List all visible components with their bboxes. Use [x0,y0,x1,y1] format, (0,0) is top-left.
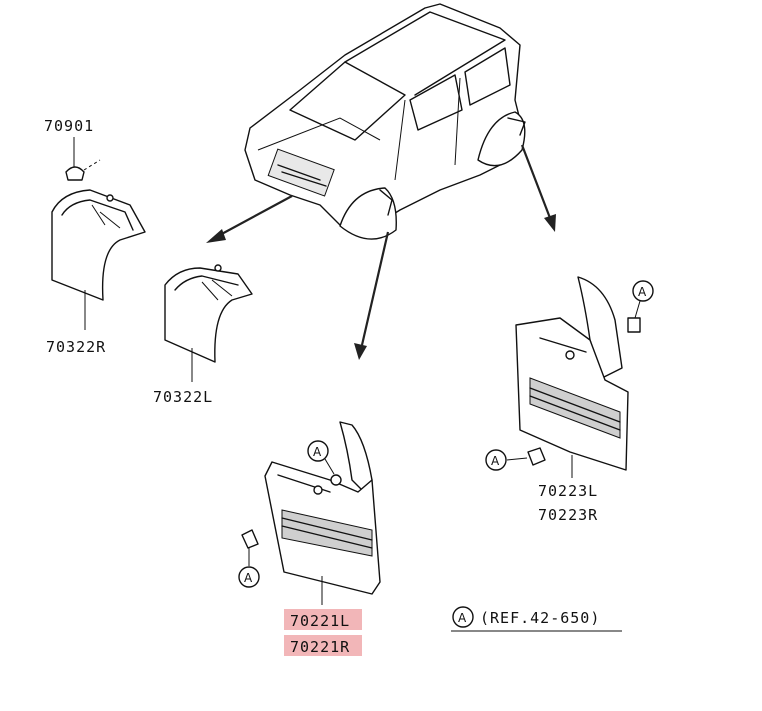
fender-liner-70322L-label: 70322L [153,388,213,406]
reference-note: A (REF.42-650) [451,606,622,632]
direction-arrows [206,144,556,360]
callout-a-screw: A [491,454,500,468]
vehicle-illustration [244,3,526,240]
rear-flap-70223R-label: 70223R [538,506,598,524]
front-flap-70221L-label: 70221L [290,612,350,630]
rear-flap-70223L-label: 70223L [538,482,598,500]
callout-a-front-bottom: A [244,571,253,585]
reference-text: (REF.42-650) [480,609,600,627]
clip-70901: 70901 [44,117,101,181]
highlight-70221R [284,635,362,656]
callout-a-rear: A [638,285,647,299]
callout-a-front-top: A [313,445,322,459]
rear-mud-flap: A A 70223L 70223R [485,276,654,524]
front-mud-flap: A A 70221L 70221R [238,421,381,656]
fender-liner-70322R-label: 70322R [46,338,106,356]
reference-callout-a: A [458,611,467,625]
fender-liner-70322R: 70322R [46,189,146,356]
clip-70901-label: 70901 [44,117,94,135]
fender-liner-70322L: 70322L [153,264,253,406]
highlight-70221L [284,609,362,630]
front-flap-70221R-label: 70221R [290,638,350,656]
